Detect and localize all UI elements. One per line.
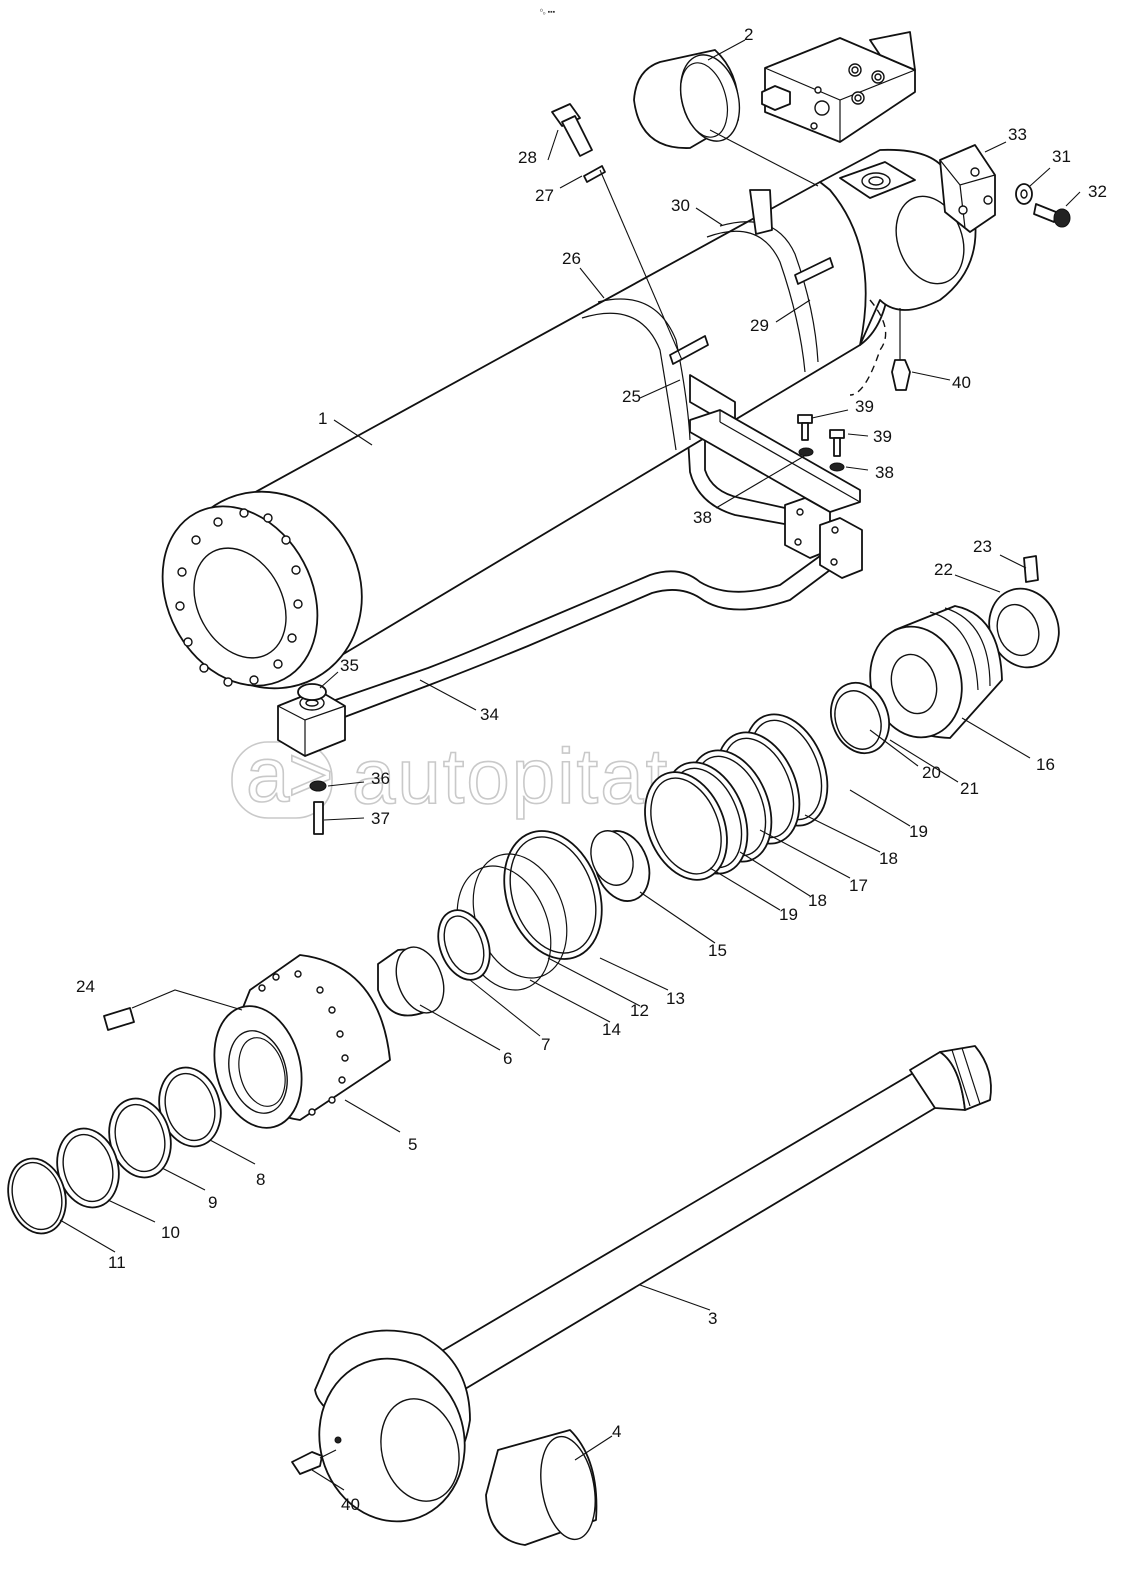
bushing-15 bbox=[590, 830, 651, 902]
tube-clamp-blocks bbox=[784, 497, 863, 579]
washer-31 bbox=[1015, 183, 1033, 205]
fitting-40-lower bbox=[291, 1449, 337, 1475]
flange-bolt-holes bbox=[175, 508, 303, 687]
label-36: 36 bbox=[371, 769, 390, 788]
label-10: 10 bbox=[161, 1223, 180, 1242]
label-19-upper: 19 bbox=[909, 822, 928, 841]
part-labels: 1 2 3 4 5 6 7 8 9 10 11 12 13 14 15 16 1… bbox=[76, 25, 1107, 1514]
label-27: 27 bbox=[535, 186, 554, 205]
bolt-28 bbox=[551, 103, 593, 157]
bushing-4 bbox=[485, 1429, 598, 1546]
label-3: 3 bbox=[708, 1309, 717, 1328]
label-6: 6 bbox=[503, 1049, 512, 1068]
label-37: 37 bbox=[371, 809, 390, 828]
label-2: 2 bbox=[744, 25, 753, 44]
label-29: 29 bbox=[750, 316, 769, 335]
label-26: 26 bbox=[562, 249, 581, 268]
leader-lines bbox=[59, 39, 1081, 1491]
label-32: 32 bbox=[1088, 182, 1107, 201]
label-39-lower: 39 bbox=[873, 427, 892, 446]
bushing-6 bbox=[377, 946, 445, 1017]
label-15: 15 bbox=[708, 941, 727, 960]
label-20: 20 bbox=[922, 763, 941, 782]
washer-36 bbox=[309, 780, 327, 792]
set-screw-23 bbox=[1023, 555, 1039, 583]
label-35: 35 bbox=[340, 656, 359, 675]
label-11: 11 bbox=[108, 1253, 126, 1272]
piston-rod-3 bbox=[314, 1045, 992, 1523]
label-31: 31 bbox=[1052, 147, 1071, 166]
rings-12-14 bbox=[456, 830, 603, 991]
bolt-24 bbox=[103, 1007, 135, 1031]
cylinder-head-5 bbox=[213, 954, 391, 1129]
label-39-upper: 39 bbox=[855, 397, 874, 416]
label-21: 21 bbox=[960, 779, 979, 798]
label-19-lower: 19 bbox=[779, 905, 798, 924]
label-33: 33 bbox=[1008, 125, 1027, 144]
label-38-upper: 38 bbox=[875, 463, 894, 482]
pin-27 bbox=[583, 165, 606, 183]
label-12: 12 bbox=[630, 1001, 649, 1020]
label-40-upper: 40 bbox=[952, 373, 971, 392]
label-22: 22 bbox=[934, 560, 953, 579]
label-17: 17 bbox=[849, 876, 868, 895]
label-13: 13 bbox=[666, 989, 685, 1008]
label-30: 30 bbox=[671, 196, 690, 215]
label-7: 7 bbox=[541, 1035, 550, 1054]
label-40-lower: 40 bbox=[341, 1495, 360, 1514]
label-25: 25 bbox=[622, 387, 641, 406]
bolt-37 bbox=[313, 801, 324, 835]
label-5: 5 bbox=[408, 1135, 417, 1154]
rings-8-11 bbox=[7, 1066, 222, 1235]
seal-rings-17-21 bbox=[644, 681, 890, 881]
fitting-40-upper bbox=[891, 308, 911, 391]
watermark-logo-glyph: a bbox=[246, 730, 291, 818]
head-bolt-holes bbox=[258, 970, 349, 1116]
label-34: 34 bbox=[480, 705, 499, 724]
clamp-bar bbox=[689, 409, 861, 513]
label-18-lower: 18 bbox=[808, 891, 827, 910]
label-4: 4 bbox=[612, 1422, 621, 1441]
label-24: 24 bbox=[76, 977, 95, 996]
o-ring-35 bbox=[297, 683, 327, 701]
cylinder-barrel-1 bbox=[161, 148, 977, 690]
label-23: 23 bbox=[973, 537, 992, 556]
label-14: 14 bbox=[602, 1020, 621, 1039]
valve-block bbox=[761, 31, 916, 143]
bolt-32 bbox=[1033, 203, 1071, 228]
label-9: 9 bbox=[208, 1193, 217, 1212]
port-block bbox=[277, 689, 346, 757]
label-18-upper: 18 bbox=[879, 849, 898, 868]
label-28: 28 bbox=[518, 148, 537, 167]
washers-38 bbox=[798, 447, 845, 472]
bolts-39 bbox=[797, 414, 845, 457]
bracket-33 bbox=[939, 144, 996, 233]
label-38-lower: 38 bbox=[693, 508, 712, 527]
label-1: 1 bbox=[318, 409, 327, 428]
bushing-2 bbox=[633, 49, 741, 149]
label-16: 16 bbox=[1036, 755, 1055, 774]
label-8: 8 bbox=[256, 1170, 265, 1189]
header-mark: ⁰₀ ▪▪▪ bbox=[540, 8, 556, 16]
